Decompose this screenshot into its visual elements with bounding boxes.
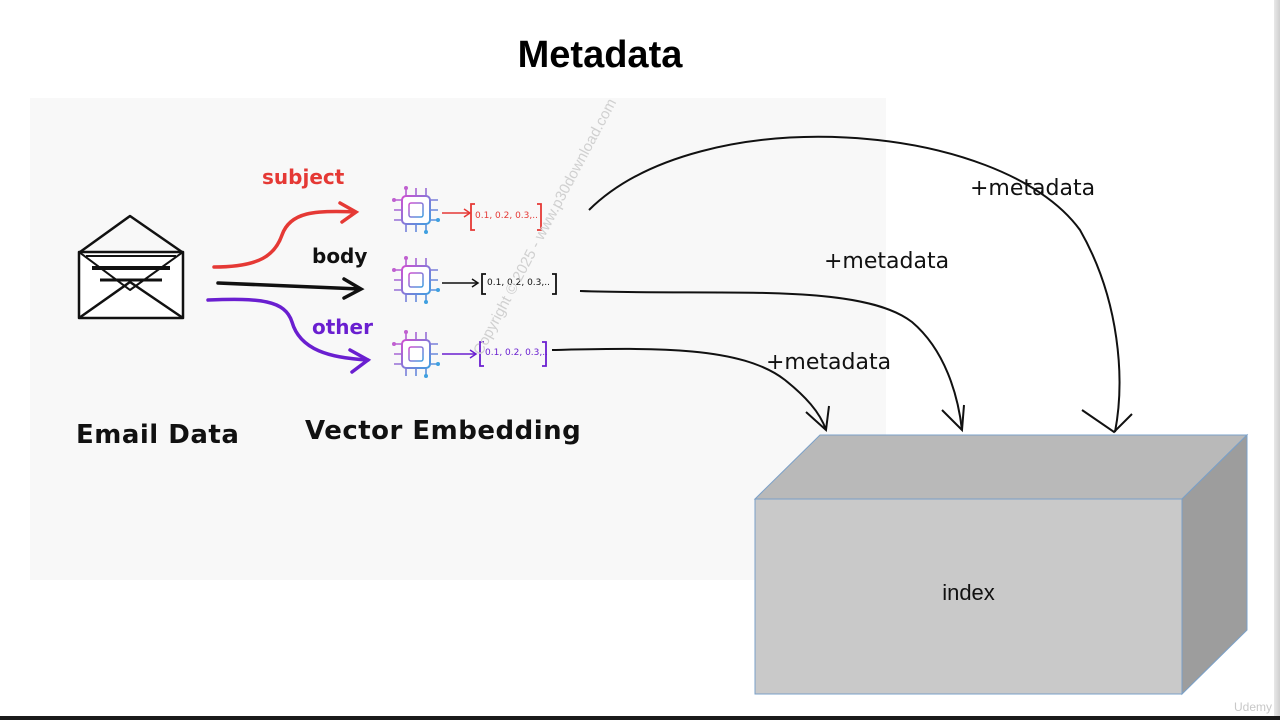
metadata-label-other: +metadata [766, 350, 892, 375]
subject-vector-arrow [442, 208, 472, 218]
udemy-logo: Udemy [1233, 700, 1272, 714]
index-label: index [942, 580, 995, 605]
slide-title: Metadata [517, 34, 683, 76]
vector-bracket [470, 203, 542, 231]
diagram-panel [30, 98, 886, 580]
envelope-icon [77, 214, 185, 320]
ai-chip-icon [392, 186, 440, 234]
body-label: body [312, 244, 368, 268]
subject-arrow [212, 201, 360, 269]
other-vector-arrow [442, 349, 478, 359]
vector-embedding-label: Vector Embedding [305, 416, 582, 446]
bottom-bar [0, 716, 1280, 720]
metadata-label-body: +metadata [824, 249, 950, 274]
index-box [753, 433, 1249, 696]
metadata-curve-other [551, 347, 830, 433]
body-arrow [216, 277, 365, 300]
vector-bracket [481, 273, 557, 295]
other-arrow [206, 297, 372, 374]
subject-vector: 0.1, 0.2, 0.3,.. [475, 211, 538, 221]
subject-label: subject [262, 165, 345, 189]
body-vector-arrow [442, 278, 480, 288]
other-label: other [312, 315, 373, 339]
metadata-curve-body [579, 290, 965, 433]
other-vector: 0.1, 0.2, 0.3,.. [485, 348, 548, 358]
ai-chip-icon [392, 256, 440, 304]
ai-chip-icon [392, 330, 440, 378]
body-vector: 0.1, 0.2, 0.3,.. [487, 278, 550, 288]
window-edge [1274, 0, 1280, 720]
email-data-label: Email Data [76, 420, 240, 450]
metadata-curve-subject [588, 135, 1133, 434]
metadata-label-subject: +metadata [970, 176, 1096, 201]
vector-bracket [479, 341, 547, 367]
